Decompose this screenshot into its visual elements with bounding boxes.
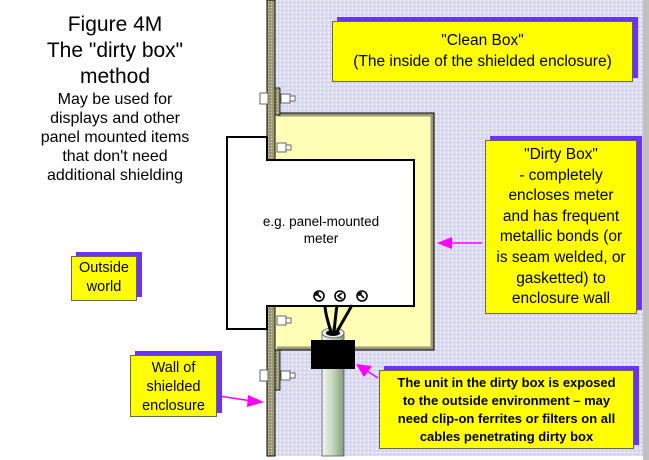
arrow-wall: [218, 395, 264, 407]
outside-world-line: world: [86, 279, 122, 295]
exposure-note-line: need clip-on ferrites or filters on all: [397, 411, 616, 426]
meter-wires: [323, 304, 354, 333]
outside-world-callout: Outside world: [71, 256, 137, 301]
ferrite-clamp: [311, 340, 355, 369]
arrow-ferrite: [356, 364, 379, 379]
bolt-icon: [259, 369, 296, 382]
meter-label-line: e.g. panel-mounted: [262, 214, 380, 229]
dirty-box-line: gasketted) to: [516, 269, 606, 287]
dirty-box-line: metallic bonds (or: [499, 228, 623, 246]
dirty-box-line: is seam welded, or: [496, 248, 626, 266]
wall-line: Wall of: [151, 360, 196, 376]
wall-line: shielded: [146, 379, 201, 395]
exposure-note-line: The unit in the dirty box is exposed: [397, 375, 616, 390]
exposure-note-callout: The unit in the dirty box is exposed to …: [379, 370, 634, 449]
bolt-icon: [276, 315, 292, 326]
terminal-screw-icon: [356, 290, 368, 302]
figure-subtitle-line: that don't need: [62, 148, 168, 165]
dirty-box-line: encloses meter: [508, 187, 614, 205]
figure-title: The "dirty box": [46, 39, 184, 62]
figure-subtitle-line: May be used for: [57, 91, 173, 108]
outside-world-line: Outside: [79, 260, 129, 276]
dirty-box-callout: "Dirty Box" - completely encloses meter …: [485, 140, 637, 314]
figure-subtitle-line: additional shielding: [46, 167, 184, 184]
figure-subtitle-line: displays and other: [50, 110, 180, 127]
exposure-note-line: cables penetrating dirty box: [419, 429, 594, 444]
clean-box-desc: (The inside of the shielded enclosure): [353, 53, 612, 70]
wall-line: enclosure: [142, 398, 205, 414]
terminal-screw-icon: [334, 290, 346, 302]
dirty-box-line: enclosure wall: [511, 290, 611, 308]
clean-box-callout: "Clean Box" (The inside of the shielded …: [332, 21, 633, 82]
dirty-box-line: "Dirty Box": [524, 146, 598, 163]
figure-title-cont: method: [79, 65, 151, 88]
terminal-screw-icon: [313, 290, 325, 302]
dirty-box-line: - completely: [519, 166, 603, 184]
meter-body: [226, 136, 415, 330]
exposure-note-line: to the outside environment – may: [402, 393, 611, 408]
meter-label: e.g. panel-mounted meter: [236, 213, 406, 247]
dirty-box-line: and has frequent: [502, 207, 620, 225]
meter-label-line: meter: [303, 231, 339, 246]
dirty-box-flange-bottom: [274, 349, 281, 391]
bolt-icon: [276, 142, 292, 153]
figure-title-block: Figure 4M The "dirty box" method May be …: [20, 12, 210, 185]
right-edge-border: [643, 0, 649, 460]
dirty-box-flange-top: [274, 87, 281, 116]
wall-callout: Wall of shielded enclosure: [130, 355, 217, 417]
bolt-icon: [259, 92, 296, 105]
clean-box-title: "Clean Box": [441, 32, 524, 49]
figure-subtitle-line: panel mounted items: [40, 129, 190, 146]
arrow-dirty-box: [437, 237, 482, 249]
figure-number: Figure 4M: [67, 13, 163, 36]
